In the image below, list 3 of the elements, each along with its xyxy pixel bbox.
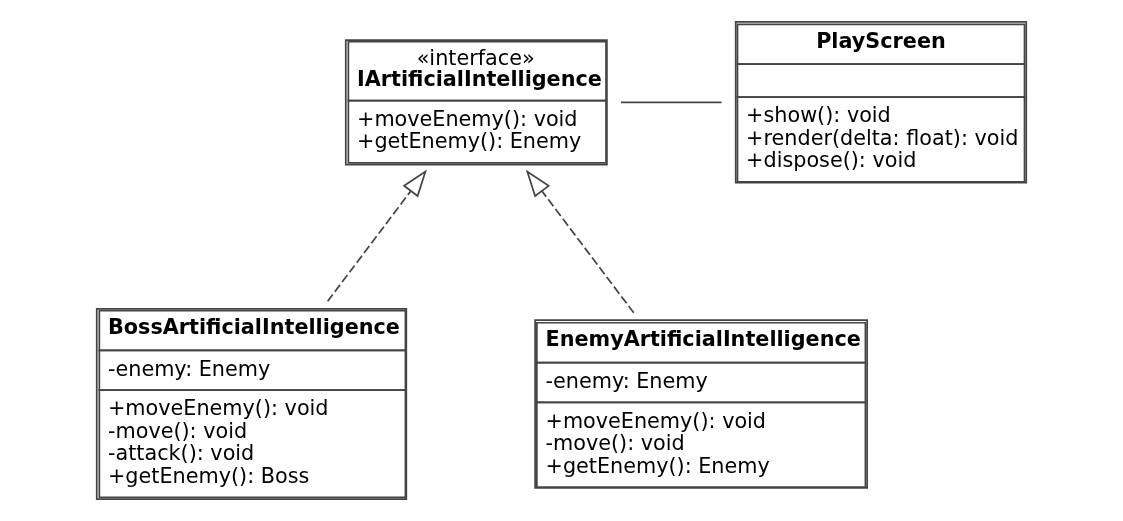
arrow xyxy=(326,169,427,303)
connector xyxy=(620,101,723,104)
arrow xyxy=(525,169,635,314)
